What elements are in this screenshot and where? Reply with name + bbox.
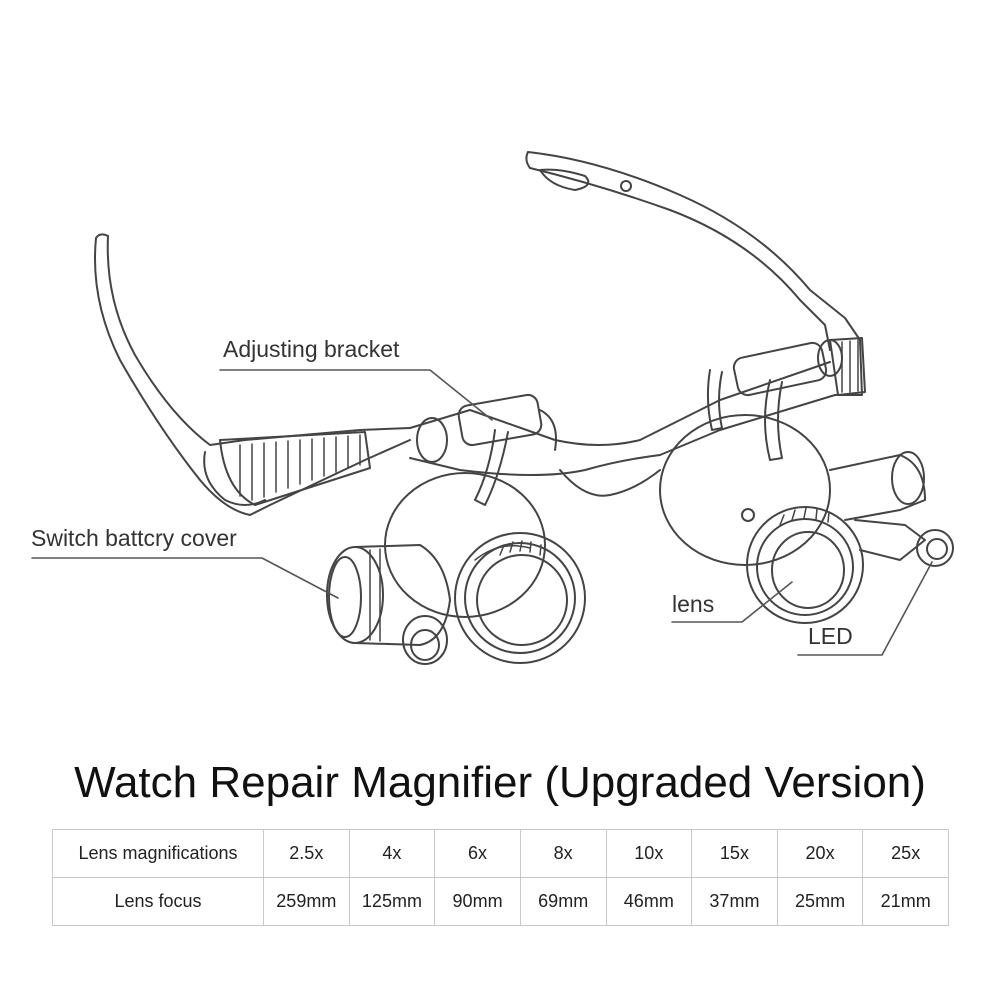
leader-led	[797, 561, 933, 656]
callout-adjusting-bracket: Adjusting bracket	[223, 336, 400, 362]
table-cell: 125mm	[348, 877, 436, 926]
right-temple-arm	[525, 151, 866, 396]
table-cell: 37mm	[691, 877, 778, 926]
left-temple-grip	[219, 431, 371, 506]
magnifier-glasses-illustration	[31, 151, 954, 665]
table-cell: 15x	[691, 829, 778, 878]
leader-adjusting-bracket	[219, 369, 493, 421]
leader-battery-cover	[31, 557, 339, 599]
table-cell: 21mm	[862, 877, 949, 926]
callout-battery-cover: Switch battcry cover	[31, 525, 237, 551]
table-cell: 69mm	[519, 877, 607, 926]
adjusting-bracket-right	[706, 339, 843, 461]
spec-table: Lens magnifications 2.5x 4x 6x 8x 10x 15…	[52, 829, 949, 926]
frame-bridge	[409, 361, 836, 497]
table-cell: 10x	[605, 829, 693, 878]
right-lens-housing	[659, 414, 864, 624]
callout-lens: lens	[672, 591, 715, 617]
leader-lens	[671, 581, 793, 623]
adjusting-bracket-left	[416, 393, 557, 506]
table-cell: 2.5x	[263, 829, 350, 878]
table-row-magnifications: Lens magnifications 2.5x 4x 6x 8x 10x 15…	[52, 829, 949, 878]
table-cell: 46mm	[605, 877, 693, 926]
table-row-focus: Lens focus 259mm 125mm 90mm 69mm 46mm 37…	[52, 877, 949, 926]
left-lens-housing	[384, 472, 586, 664]
row-label: Lens magnifications	[52, 829, 264, 878]
table-cell: 4x	[348, 829, 436, 878]
right-led-arm	[829, 451, 954, 567]
table-cell: 20x	[776, 829, 864, 878]
table-cell: 6x	[434, 829, 521, 878]
product-title: Watch Repair Magnifier (Upgraded Version…	[74, 758, 926, 807]
callout-led: LED	[808, 623, 853, 649]
table-cell: 25x	[862, 829, 949, 878]
row-label: Lens focus	[52, 877, 264, 926]
callout-leader-lines	[31, 369, 933, 656]
table-cell: 8x	[519, 829, 607, 878]
table-cell: 25mm	[776, 877, 864, 926]
table-cell: 259mm	[263, 877, 350, 926]
battery-cover	[326, 544, 451, 665]
table-cell: 90mm	[434, 877, 521, 926]
